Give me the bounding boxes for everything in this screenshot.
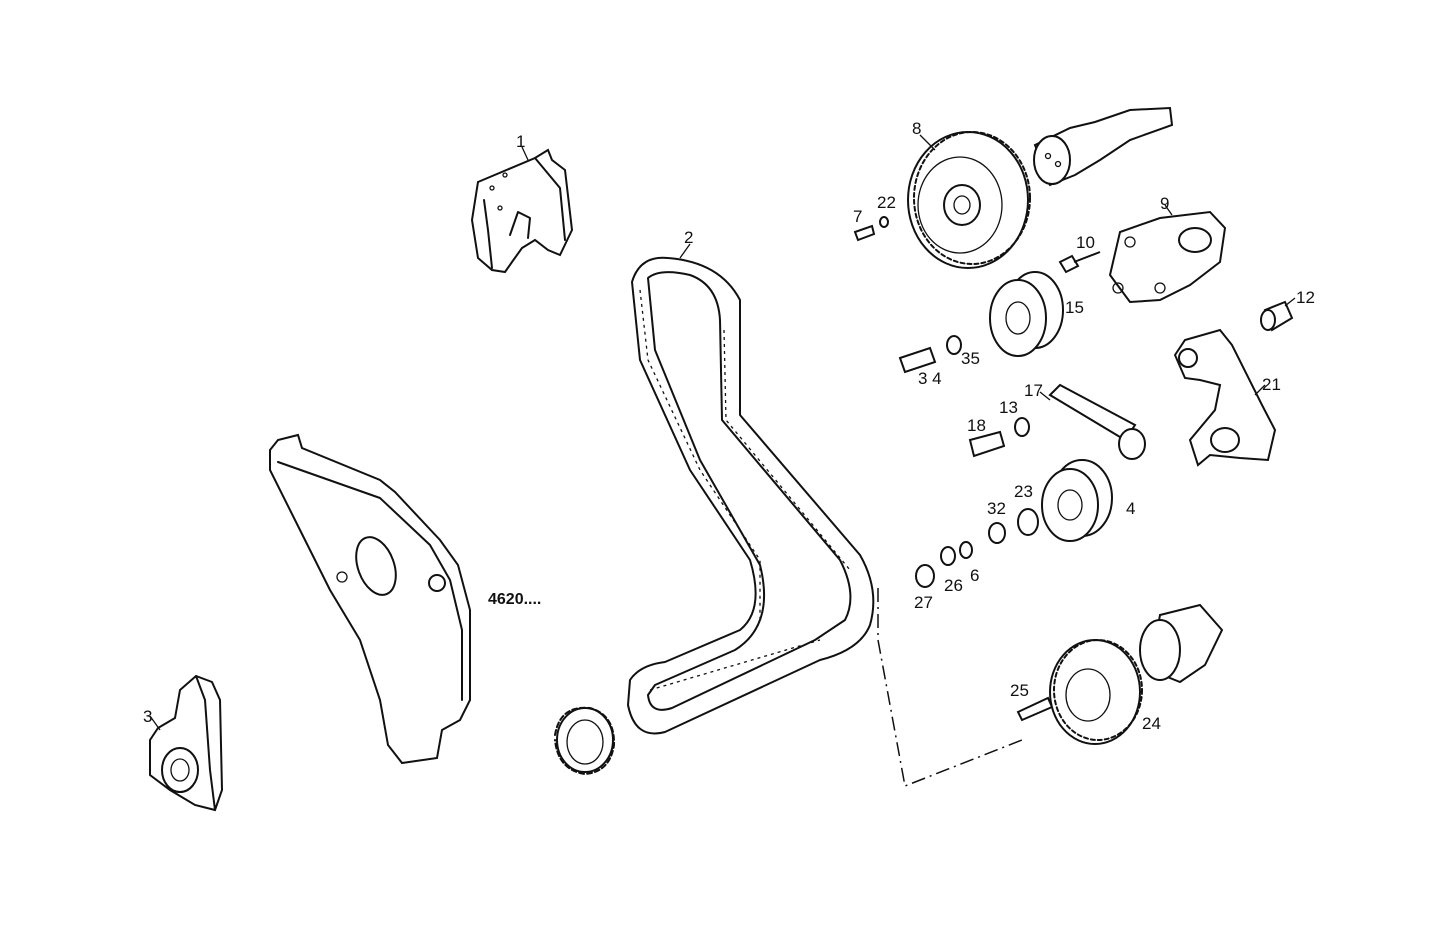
callout-22: 22	[877, 193, 896, 212]
part-12-bushing	[1260, 300, 1294, 332]
callout-25: 25	[1010, 681, 1029, 700]
callout-15: 15	[1065, 298, 1084, 317]
callout-2: 2	[684, 228, 694, 247]
callout-21: 21	[1262, 375, 1281, 394]
part-3-tensioner-bracket	[149, 674, 224, 812]
callout-3: 3	[143, 707, 153, 726]
callout-27: 27	[914, 593, 933, 612]
part-21-tensioner-lever	[1173, 328, 1277, 467]
callout-4: 4	[1126, 499, 1136, 518]
callout-26: 26	[944, 576, 963, 595]
callout-18: 18	[967, 416, 986, 435]
small-hardware	[853, 216, 1054, 722]
callout-9: 9	[1160, 194, 1170, 213]
callout-24: 24	[1142, 714, 1161, 733]
callout-10: 10	[1076, 233, 1095, 252]
crank-sprocket	[554, 706, 616, 775]
part-15-idler-pulley	[989, 271, 1064, 357]
callout-7: 7	[853, 207, 863, 226]
callout-17: 17	[1024, 381, 1043, 400]
part-4-idler-pulley	[1041, 459, 1113, 542]
callout-13: 13	[999, 398, 1018, 417]
callout-1: 1	[516, 132, 526, 151]
callout-34: 3 4	[918, 369, 942, 388]
timing-cover	[269, 433, 471, 765]
assembly-centerline	[877, 588, 1023, 788]
callout-32: 32	[987, 499, 1006, 518]
part-2-timing-belt	[627, 256, 875, 735]
callout-8: 8	[912, 119, 922, 138]
part-9-tensioner-plate	[1108, 210, 1227, 304]
callout-23: 23	[1014, 482, 1033, 501]
callout-12: 12	[1296, 288, 1315, 307]
leader-lines	[149, 134, 1296, 731]
group-code-label: 4620....	[488, 591, 542, 608]
callout-6: 6	[970, 566, 980, 585]
part-24-pump-gear	[1049, 603, 1224, 745]
callout-35: 35	[961, 349, 980, 368]
part-8-camshaft-pulley	[907, 106, 1174, 269]
part-17-stud	[1048, 383, 1146, 460]
part-1-bracket	[470, 148, 574, 274]
part-10-screw	[1058, 251, 1101, 274]
